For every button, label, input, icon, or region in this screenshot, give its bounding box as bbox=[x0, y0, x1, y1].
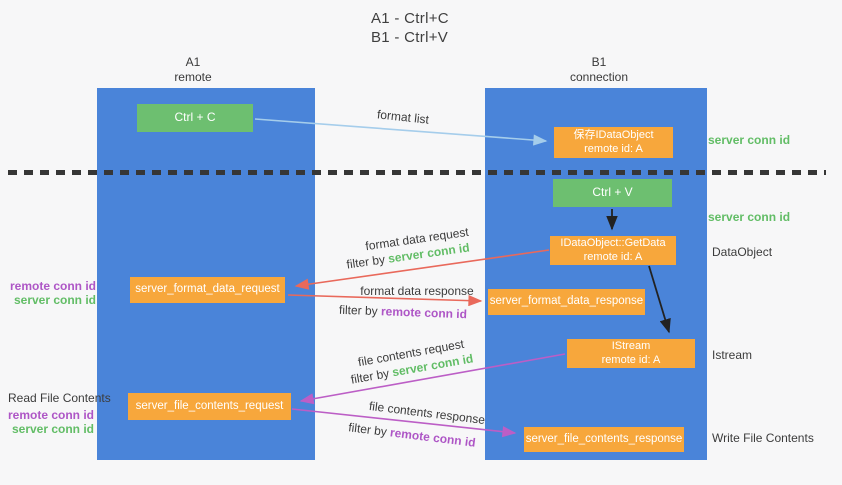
save-idataobject-line2: remote id: A bbox=[584, 142, 643, 155]
ctrl-v-label: Ctrl + V bbox=[592, 185, 633, 200]
server-format-data-response-label: server_format_data_response bbox=[489, 295, 644, 308]
lifeline-b1-name: B1 bbox=[591, 55, 607, 69]
file-contents-response-label: file contents response bbox=[368, 398, 486, 428]
remote-conn-id-left-bottom: remote conn id bbox=[7, 408, 94, 422]
save-idataobject-box: 保存IDataObject remote id: A bbox=[554, 127, 673, 158]
format-list-label: format list bbox=[376, 107, 430, 127]
server-format-data-response-box: server_format_data_response bbox=[488, 289, 645, 315]
lifeline-a1-role: remote bbox=[174, 70, 212, 84]
diagram-title: A1 - Ctrl+C B1 - Ctrl+V bbox=[371, 9, 449, 47]
getdata-line2: remote id: A bbox=[583, 250, 643, 263]
istream-box: IStream remote id: A bbox=[567, 339, 695, 368]
ctrl-c-label: Ctrl + C bbox=[174, 110, 216, 125]
left-conn-id-labels-bottom: remote conn id server conn id bbox=[0, 408, 94, 436]
ctrl-v-box: Ctrl + V bbox=[553, 179, 672, 207]
title-line-1: A1 - Ctrl+C bbox=[371, 10, 449, 27]
read-file-contents-label: Read File Contents bbox=[8, 391, 111, 405]
istream-side-label: Istream bbox=[712, 348, 753, 362]
istream-line1: IStream bbox=[611, 340, 651, 352]
server-file-contents-response-box: server_file_contents_response bbox=[524, 427, 684, 452]
title-line-2: B1 - Ctrl+V bbox=[371, 29, 449, 46]
server-file-contents-response-label: server_file_contents_response bbox=[525, 432, 683, 445]
remote-conn-id-text: remote conn id bbox=[389, 425, 477, 450]
istream-line2: remote id: A bbox=[601, 353, 661, 366]
format-data-response-label: format data response bbox=[360, 284, 474, 298]
server-conn-id-left-top: server conn id bbox=[13, 293, 96, 307]
filter-by-text: filter by bbox=[345, 251, 390, 272]
server-format-data-request-label: server_format_data_request bbox=[135, 283, 280, 296]
filter-by-text: filter by bbox=[338, 302, 382, 319]
lifeline-header-a1: A1 remote bbox=[133, 55, 253, 85]
filter-by-text: filter by bbox=[349, 365, 394, 387]
remote-conn-id-left-top: remote conn id bbox=[9, 279, 96, 293]
server-file-contents-request-box: server_file_contents_request bbox=[128, 393, 291, 420]
ctrl-c-box: Ctrl + C bbox=[137, 104, 253, 132]
lifeline-a1-name: A1 bbox=[185, 55, 201, 69]
write-file-contents-label: Write File Contents bbox=[712, 431, 814, 445]
lifeline-header-b1: B1 connection bbox=[539, 55, 659, 85]
server-conn-id-side-label-top: server conn id bbox=[708, 133, 791, 147]
filter-by-text: filter by bbox=[347, 420, 392, 440]
server-conn-id-side-label-mid: server conn id bbox=[708, 210, 791, 224]
getdata-box: IDataObject::GetData remote id: A bbox=[550, 236, 676, 265]
session-divider bbox=[8, 170, 826, 175]
save-idataobject-line1: 保存IDataObject bbox=[573, 129, 654, 141]
server-conn-id-left-bottom: server conn id bbox=[11, 422, 94, 436]
filter-by-remote-conn-id-label-1: filter by remote conn id bbox=[339, 303, 467, 321]
server-file-contents-request-label: server_file_contents_request bbox=[135, 399, 284, 412]
getdata-line1: IDataObject::GetData bbox=[560, 237, 666, 249]
lifeline-b1-role: connection bbox=[569, 70, 629, 84]
left-conn-id-labels-top: remote conn id server conn id bbox=[0, 279, 96, 307]
dataobject-side-label: DataObject bbox=[712, 245, 773, 259]
filter-by-remote-conn-id-label-2: filter by remote conn id bbox=[348, 420, 477, 449]
server-format-data-request-box: server_format_data_request bbox=[130, 277, 285, 303]
remote-conn-id-text: remote conn id bbox=[380, 304, 468, 322]
